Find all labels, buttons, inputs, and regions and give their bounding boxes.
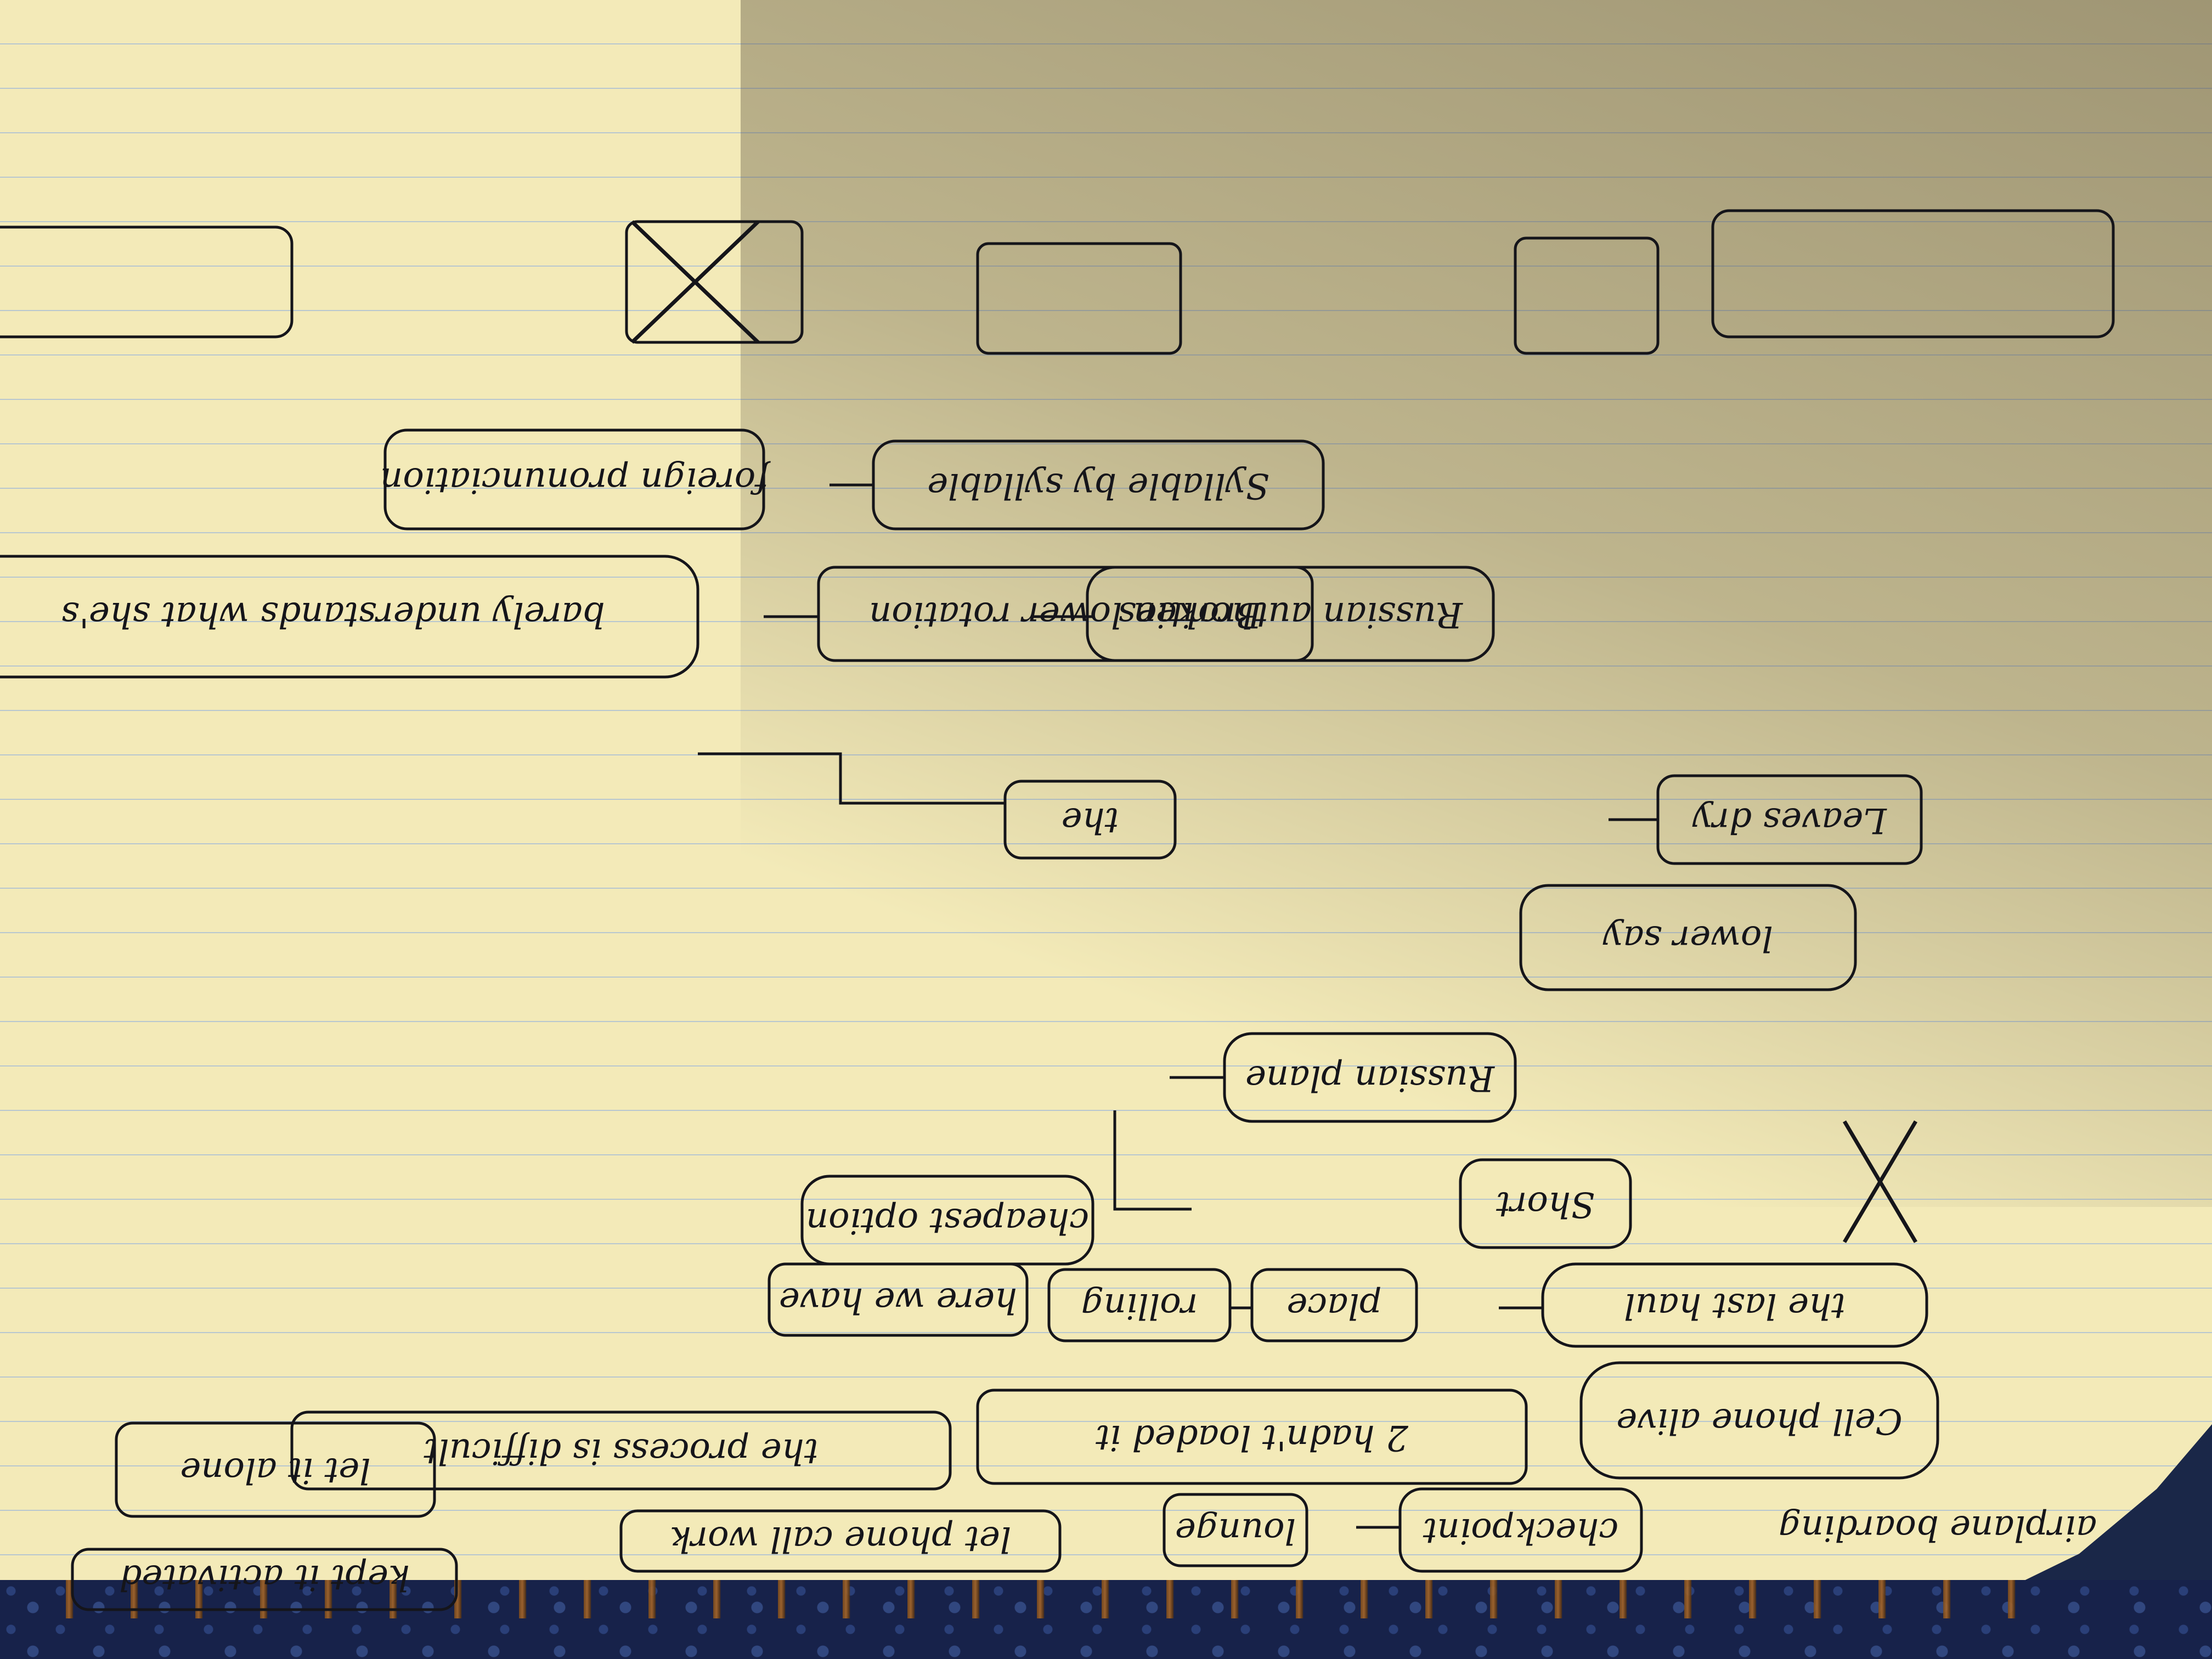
note-lounge: lounge: [1163, 1493, 1308, 1567]
svg-text:the last haul: the last haul: [1624, 1285, 1846, 1326]
note-russian-authorities: Russian authorities: [1086, 566, 1495, 662]
svg-text:barely understands what she's: barely understands what she's: [61, 594, 605, 635]
svg-text:rolling: rolling: [1081, 1285, 1198, 1326]
svg-text:Russian plane: Russian plane: [1245, 1058, 1495, 1098]
note-kept-it-activated: kept it activated: [71, 1548, 458, 1611]
svg-text:the process is difficult: the process is difficult: [424, 1431, 818, 1471]
note-airplane-boarding: airplane boarding: [1779, 1508, 2097, 1548]
connectors: [698, 483, 1658, 1529]
note-rolling: rolling: [1047, 1268, 1232, 1342]
note-russian-plane: Russian plane: [1223, 1032, 1517, 1123]
note-2-hadnt-loaded: 2 hadn't loaded it: [976, 1389, 1528, 1485]
note-the: the: [1003, 780, 1177, 860]
note-syllable-by-syllable: Syllable by syllable: [872, 439, 1325, 531]
note-leaves-dry: Leaves dry: [1656, 774, 1923, 865]
note-foreign-pronunciation: foreign pronunciation: [380, 428, 771, 531]
svg-text:checkpoint: checkpoint: [1423, 1510, 1618, 1551]
svg-text:foreign pronunciation: foreign pronunciation: [380, 460, 771, 500]
note-box-top-2: [625, 220, 804, 344]
note-short: Short: [1459, 1158, 1632, 1249]
svg-text:place: place: [1286, 1285, 1381, 1326]
svg-text:cheapest option: cheapest option: [806, 1200, 1089, 1241]
svg-text:kept it activated: kept it activated: [119, 1557, 409, 1598]
crossed-out-box: [630, 220, 1918, 1243]
note-let-phone-call-work: let phone call work: [619, 1509, 1062, 1573]
svg-text:Short: Short: [1496, 1184, 1595, 1224]
note-place: place: [1250, 1268, 1418, 1342]
note-process-difficult: the process is difficult: [290, 1410, 952, 1491]
note-broken-lower-rotation: Broken lower rotation: [817, 566, 1314, 662]
note-box-top-5: [1711, 209, 2115, 338]
note-box-top-3: [976, 242, 1182, 355]
svg-text:Broken lower rotation: Broken lower rotation: [869, 594, 1262, 635]
note-let-it-alone: let it alone: [115, 1421, 436, 1518]
note-cheapest-option: cheapest option: [800, 1175, 1094, 1266]
svg-text:the: the: [1062, 800, 1119, 840]
note-box-top-1: [0, 225, 294, 338]
svg-text:airplane boarding: airplane boarding: [1779, 1508, 2097, 1548]
svg-text:let it alone: let it alone: [180, 1450, 370, 1491]
svg-text:2 hadn't loaded it: 2 hadn't loaded it: [1096, 1417, 1409, 1458]
svg-text:here we have: here we have: [779, 1280, 1017, 1321]
svg-text:Cell phone alive: Cell phone alive: [1616, 1401, 1902, 1441]
svg-text:Leaves dry: Leaves dry: [1692, 800, 1887, 840]
svg-text:Russian authorities: Russian authorities: [1118, 594, 1463, 635]
spiral-binding: [66, 1580, 2041, 1618]
svg-text:lower say: lower say: [1602, 918, 1773, 958]
note-the-last-haul: the last haul: [1541, 1262, 1928, 1348]
svg-text:lounge: lounge: [1175, 1510, 1296, 1551]
svg-text:let phone call work: let phone call work: [670, 1519, 1012, 1559]
note-lower-say: lower say: [1519, 884, 1857, 991]
note-checkpoint: checkpoint: [1398, 1487, 1643, 1573]
note-box-top-4: [1514, 236, 1660, 355]
svg-text:Syllable by syllable: Syllable by syllable: [927, 465, 1269, 506]
note-here-we-have: here we have: [768, 1262, 1029, 1337]
note-barely-understands: barely understands what she's: [0, 555, 699, 679]
note-cell-phone-alive: Cell phone alive: [1579, 1361, 1939, 1480]
